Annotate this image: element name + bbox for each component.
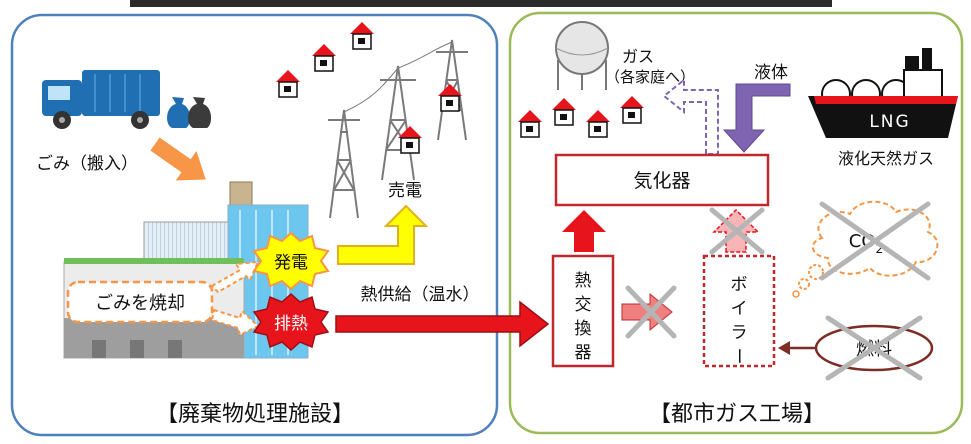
trash-bags-icon xyxy=(167,97,212,128)
to-heat-arrow xyxy=(210,308,260,337)
waste-in-label: ごみ（搬入） xyxy=(36,154,138,174)
houses-left-icon xyxy=(276,22,462,154)
gas-out-arrow xyxy=(662,77,719,155)
electricity-sale-label: 売電 xyxy=(388,181,422,201)
cross-mark-upper xyxy=(709,207,765,255)
power-generation-label: 発電 xyxy=(274,253,308,273)
vaporizer-label: 気化器 xyxy=(633,170,690,192)
lng-caption: 液化天然ガス xyxy=(838,149,934,168)
vaporizer-box xyxy=(554,153,770,207)
exchanger-to-vaporizer-arrow xyxy=(562,210,606,252)
cross-mark-fuel xyxy=(825,315,923,381)
heat-exchanger-label-char: 熱 xyxy=(575,271,592,291)
electricity-sale-arrow xyxy=(337,204,429,265)
boiler-label-char: イ xyxy=(731,299,748,319)
cross-mark-lower xyxy=(625,285,677,339)
heat-exchanger-box xyxy=(551,254,615,368)
waste-heat-burst xyxy=(252,292,330,352)
heat-supply-arrow xyxy=(335,300,550,348)
heat-exchanger-label-char: 換 xyxy=(575,319,592,339)
top-photo-strip xyxy=(130,0,832,7)
co2-subscript: 2 xyxy=(876,242,884,256)
right-panel-title: 【都市ガス工場】 xyxy=(649,402,825,427)
lng-ship-icon xyxy=(808,48,958,138)
heat-exchanger-label-char: 器 xyxy=(575,343,592,363)
gas-tank-icon xyxy=(555,21,609,90)
incinerate-label: ごみを焼却 xyxy=(95,293,185,314)
heat-exchanger-label-char: 交 xyxy=(575,295,592,315)
liquid-label: 液体 xyxy=(754,63,788,83)
waste-heat-label: 排熱 xyxy=(274,314,308,334)
boiler-label-char: ー xyxy=(728,348,748,365)
waste-arrow xyxy=(150,137,206,181)
houses-right-icon xyxy=(518,96,644,138)
gas-label-line1: ガス xyxy=(622,47,654,66)
power-generation-burst xyxy=(252,231,330,291)
incinerate-box xyxy=(66,280,214,324)
cross-mark-co2 xyxy=(819,201,931,281)
gas-label-line2: （各家庭へ） xyxy=(605,68,695,86)
fuel-to-boiler-arrow xyxy=(778,341,816,355)
boiler-label-char: ラ xyxy=(731,323,748,343)
boiler-box xyxy=(702,254,776,368)
garbage-truck-icon xyxy=(42,70,160,129)
lng-label: LNG xyxy=(869,112,910,132)
power-pylons-icon xyxy=(328,39,468,219)
boiler-label-char: ボ xyxy=(731,275,748,295)
left-panel-title: 【廃棄物処理施設】 xyxy=(156,402,354,427)
liquid-in-arrow xyxy=(722,83,791,153)
heat-supply-label: 熱供給（温水） xyxy=(361,285,480,305)
